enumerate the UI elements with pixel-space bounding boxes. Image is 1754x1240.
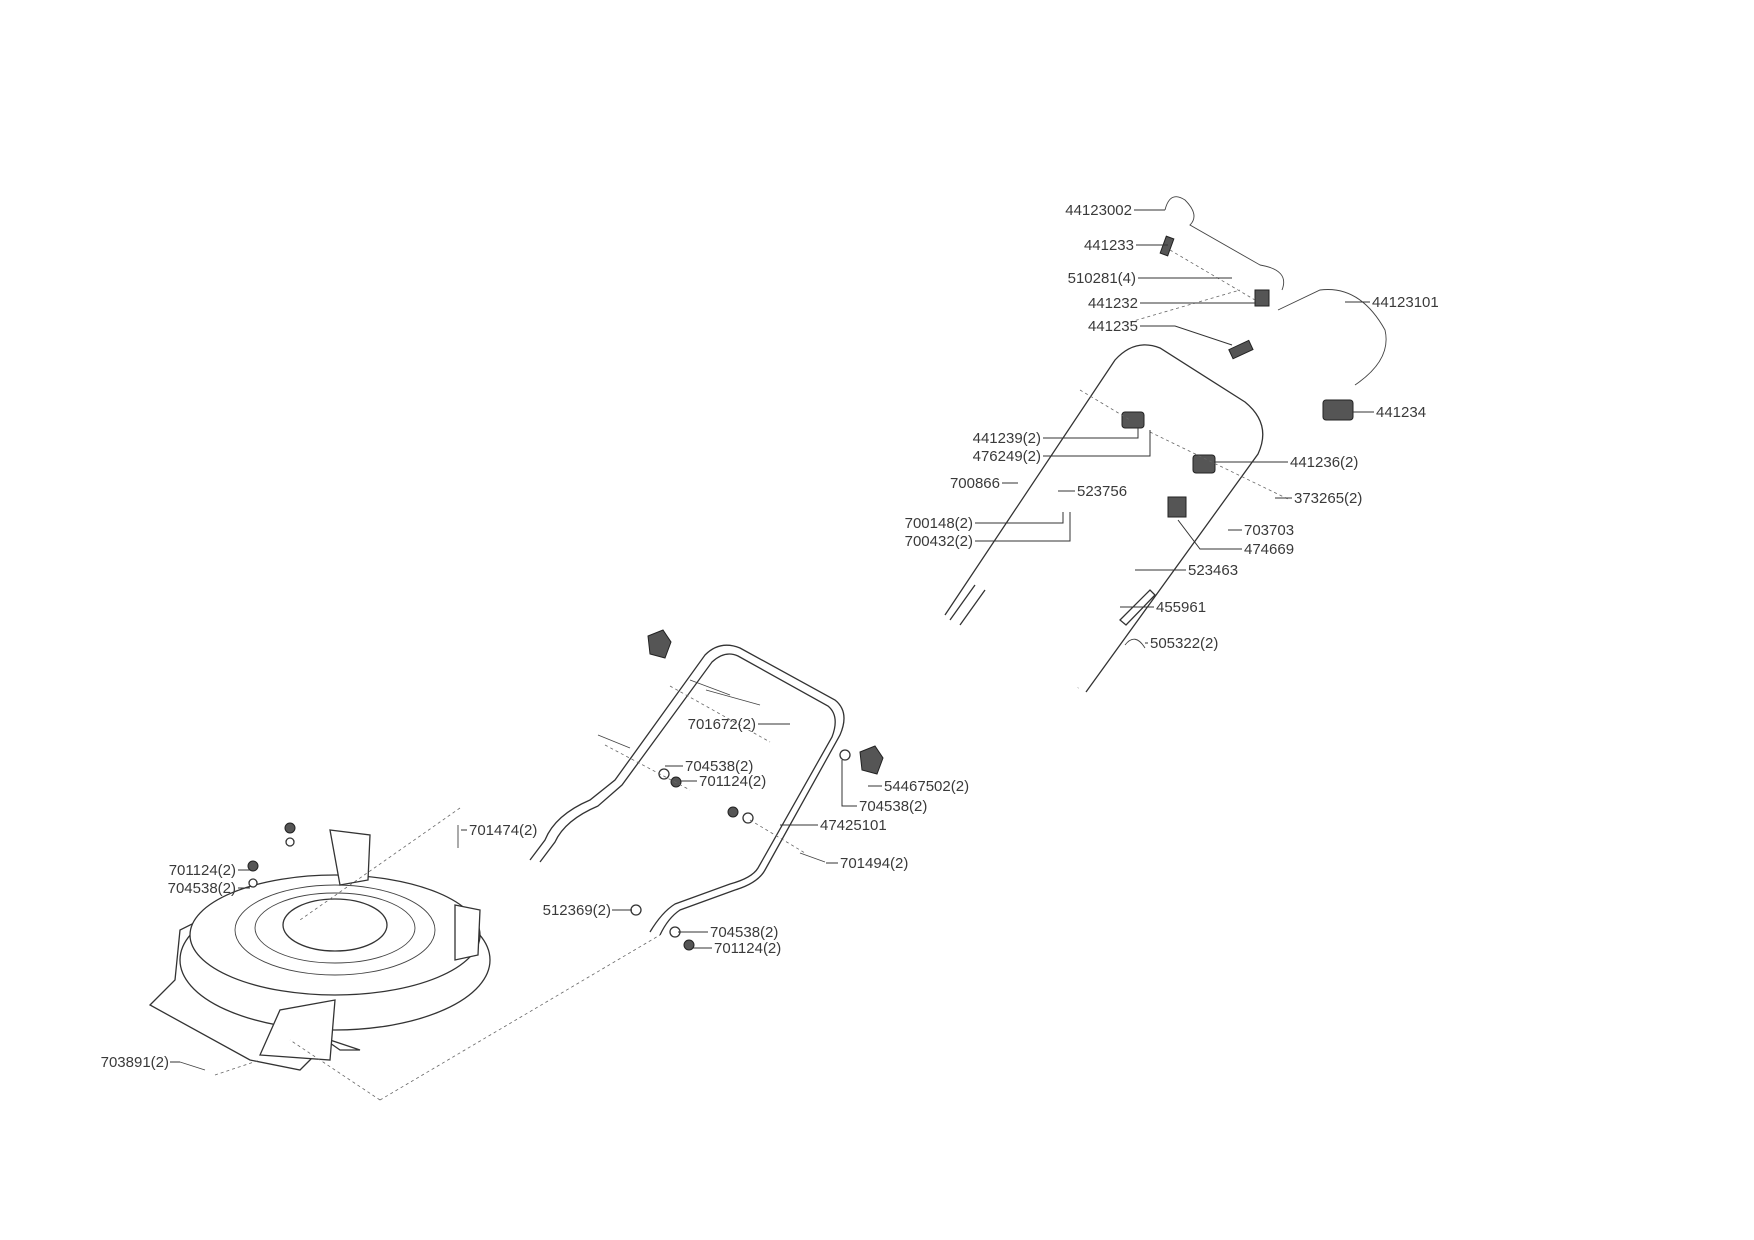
clip-441233-shape	[1159, 235, 1175, 257]
label-part-441236: 441236(2)	[1290, 454, 1358, 471]
part-441236-shape	[1192, 454, 1216, 474]
knob-54467502-shape	[859, 745, 884, 775]
label-bolt-701494: 701494(2)	[840, 855, 908, 872]
label-lever-441235: 441235	[1088, 318, 1138, 335]
label-bolt-700866: 700866	[950, 475, 1000, 492]
label-lower-handle-47425101: 47425101	[820, 817, 887, 834]
label-washer-700148: 700148(2)	[905, 515, 973, 532]
part-labels: 44123002 441233 510281(4) 441232 441235 …	[101, 202, 1439, 1071]
label-screw-703703: 703703	[1244, 522, 1294, 539]
nut-701124-a-shape	[670, 776, 682, 788]
part-474669-shape	[1167, 496, 1187, 518]
washer-mid-shape	[742, 812, 754, 824]
washer-512369-shape	[630, 904, 642, 916]
bracket-441234-shape	[1322, 399, 1354, 421]
control-cable-drawing	[1164, 196, 1387, 386]
label-washer-704538-c: 704538(2)	[168, 880, 236, 897]
label-part-441239: 441239(2)	[973, 430, 1041, 447]
label-nut-701124-c: 701124(2)	[714, 940, 781, 957]
label-nut-700432: 700432(2)	[905, 533, 973, 550]
label-cable-upper: 44123002	[1065, 202, 1132, 219]
label-bolt-701672: 701672(2)	[688, 716, 756, 733]
label-washer-704538-a: 704538(2)	[685, 758, 753, 775]
label-part-474669: 474669	[1244, 541, 1294, 558]
bolt-701672-shape	[705, 689, 761, 706]
label-bolt-701474: 701474(2)	[469, 822, 537, 839]
label-washer-704538-b: 704538(2)	[859, 798, 927, 815]
label-screw-510281: 510281(4)	[1068, 270, 1136, 287]
label-cable-lower: 44123101	[1372, 294, 1439, 311]
nut-701124-c-shape	[683, 939, 695, 951]
label-washer-704538-d: 704538(2)	[710, 924, 778, 941]
label-part-523756: 523756	[1077, 483, 1127, 500]
washer-704538-b-shape	[839, 749, 851, 761]
label-knob-54467502: 54467502(2)	[884, 778, 969, 795]
screw-703891-shape	[179, 1061, 206, 1071]
label-part-476249: 476249(2)	[973, 448, 1041, 465]
lower-handle-drawing	[529, 644, 845, 936]
label-screw-373265: 373265(2)	[1294, 490, 1362, 507]
label-bracket-441234: 441234	[1376, 404, 1426, 421]
label-washer-512369: 512369(2)	[543, 902, 611, 919]
clip-441232-shape	[1254, 289, 1270, 307]
label-clip-441232: 441232	[1088, 295, 1138, 312]
bolt-upper-shape	[689, 679, 731, 696]
label-part-523463: 523463	[1188, 562, 1238, 579]
upper-handle-drawing	[944, 344, 1264, 693]
label-nut-701124-b: 701124(2)	[169, 862, 236, 879]
knob-upper-shape	[647, 629, 672, 659]
label-screw-703891: 703891(2)	[101, 1054, 169, 1071]
bolt-left-shape	[597, 734, 631, 749]
label-clip-505322: 505322(2)	[1150, 635, 1218, 652]
label-upper-handle-455961: 455961	[1156, 599, 1206, 616]
label-nut-701124-a: 701124(2)	[699, 773, 766, 790]
lever-441235-shape	[1228, 339, 1254, 360]
clip-505322-shape	[1124, 638, 1146, 649]
label-clip-441233: 441233	[1084, 237, 1134, 254]
part-441239-shape	[1121, 411, 1145, 429]
bolt-701494-shape	[799, 852, 826, 863]
nut-mid-shape	[727, 806, 739, 818]
leader-lines	[170, 209, 1374, 1063]
mower-deck-drawing	[148, 822, 491, 1071]
